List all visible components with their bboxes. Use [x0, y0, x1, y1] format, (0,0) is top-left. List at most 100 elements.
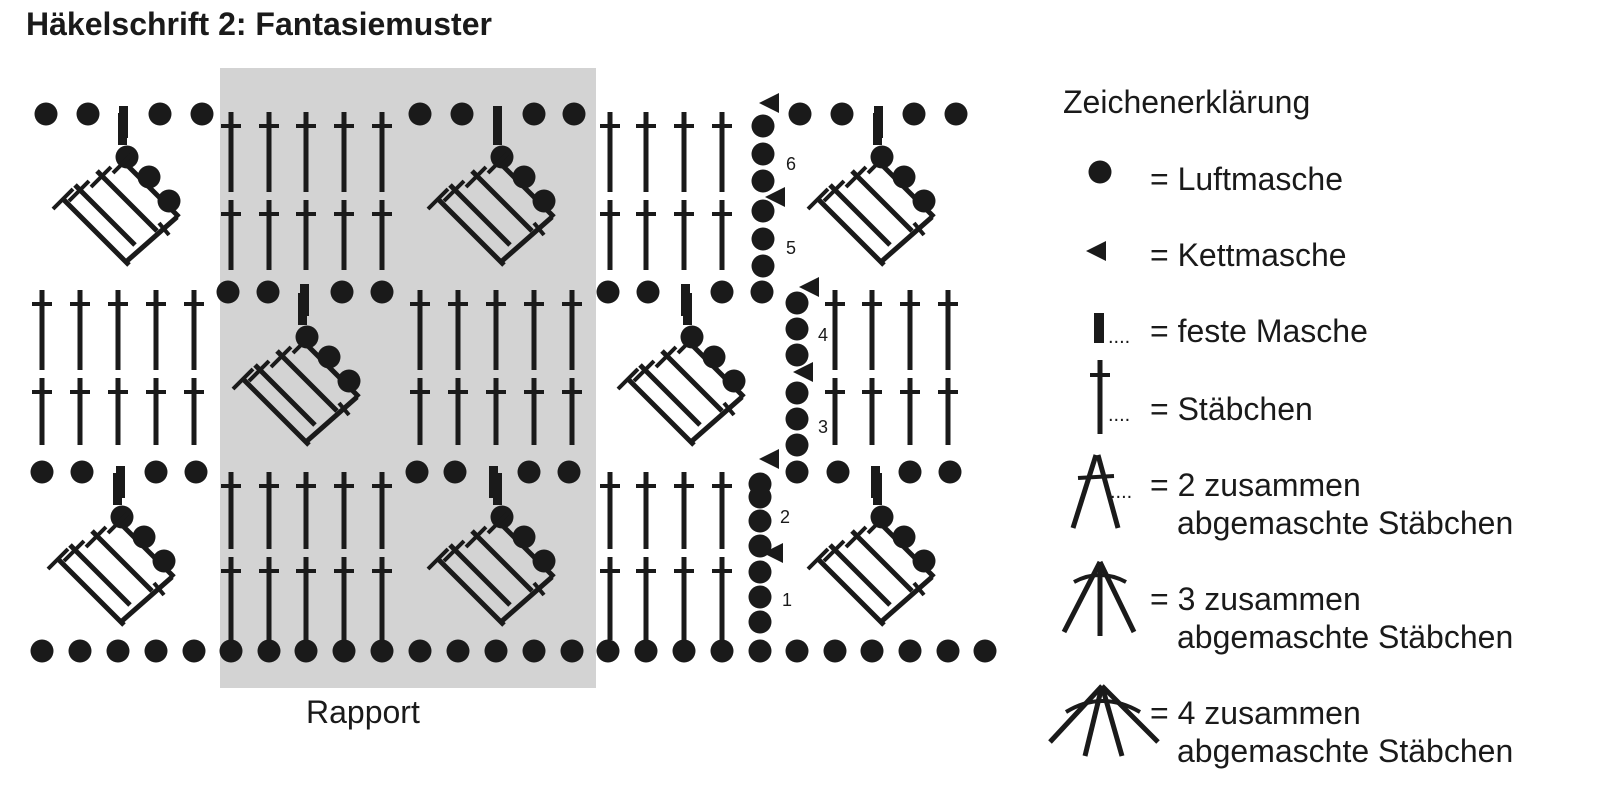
chain-stitch: [370, 280, 394, 304]
dc4tog-legend-bar: [1064, 699, 1142, 714]
slanted-double-crochet: [872, 515, 936, 579]
chain-stitch: [672, 639, 696, 663]
chain-stitch: [751, 169, 775, 193]
chain-stitch: [902, 102, 926, 126]
chain-stitch: [634, 639, 658, 663]
chain-stitch: [148, 102, 172, 126]
slanted-dc-bar: [722, 401, 736, 417]
slanted-dc-bar: [912, 221, 926, 237]
slanted-double-crochet: [850, 529, 914, 593]
dc4tog-legend: [1048, 684, 1104, 744]
slanted-double-crochet: [828, 183, 892, 247]
chain-stitch: [785, 343, 809, 367]
slanted-dc-bar: [67, 179, 91, 203]
single-crochet: [681, 284, 690, 316]
single-crochet: [489, 466, 498, 498]
legend-text-slip: = Kettmasche: [1150, 237, 1347, 273]
chain-stitch: [219, 639, 243, 663]
slanted-dc-bar: [632, 359, 656, 383]
chain-stitch: [596, 280, 620, 304]
legend-text-chain: = Luftmasche: [1150, 161, 1343, 197]
dc4tog-legend: [1100, 684, 1160, 744]
slip-stitch: [759, 449, 779, 469]
slanted-double-crochet: [112, 515, 176, 579]
chain-stitch: [785, 460, 809, 484]
chain-stitch: [936, 639, 960, 663]
chain-stitch: [722, 369, 746, 393]
slanted-dc-bar: [532, 221, 546, 237]
chain-stitch: [443, 460, 467, 484]
chain-stitch: [748, 560, 772, 584]
chain-stitch: [522, 639, 546, 663]
slanted-double-crochet: [95, 169, 159, 233]
slip-stitch: [763, 543, 783, 563]
chain-stitch: [751, 254, 775, 278]
slip-stitch: [1086, 241, 1106, 261]
slanted-double-crochet: [73, 183, 137, 247]
chain-stitch: [330, 280, 354, 304]
slanted-dc-bar: [464, 525, 488, 549]
slanted-double-crochet: [850, 169, 914, 233]
legend-symbols: ............: [1048, 160, 1160, 757]
chain-stitch: [788, 102, 812, 126]
slanted-dc-bar: [426, 547, 450, 571]
slanted-dc-bar: [231, 367, 255, 391]
chain-stitch: [370, 639, 394, 663]
slanted-double-crochet: [68, 543, 132, 607]
slanted-dc-bar: [337, 401, 351, 417]
chain-stitch: [562, 102, 586, 126]
chain-stitch: [70, 460, 94, 484]
chain-stitch: [557, 460, 581, 484]
slanted-dc-bar: [486, 151, 510, 175]
chain-stitch: [522, 102, 546, 126]
slanted-double-crochet: [470, 169, 534, 233]
slanted-double-crochet: [690, 395, 744, 443]
slip-stitch: [793, 362, 813, 382]
chain-stitch: [938, 460, 962, 484]
chain-stitch: [76, 102, 100, 126]
chain-stitch: [68, 639, 92, 663]
single-crochet: [116, 466, 125, 498]
chain-stitch: [898, 460, 922, 484]
dc3tog-legend: [1097, 560, 1137, 634]
slanted-double-crochet: [470, 529, 534, 593]
single-crochet: [871, 466, 880, 498]
chain-stitch: [912, 549, 936, 573]
chain-stitch: [748, 585, 772, 609]
slanted-double-crochet: [872, 155, 936, 219]
dc4tog-legend: [1099, 685, 1125, 757]
chain-stitch: [1088, 160, 1112, 184]
slanted-dc-bar: [844, 165, 868, 189]
slanted-double-crochet: [448, 183, 512, 247]
chain-stitch: [596, 639, 620, 663]
chain-stitch: [748, 610, 772, 634]
slanted-dc-bar: [616, 367, 640, 391]
dc2tog-legend-bar: [1077, 474, 1115, 480]
chain-stitch: [106, 639, 130, 663]
chain-stitch: [332, 639, 356, 663]
chain-stitch: [751, 142, 775, 166]
chain-stitch: [446, 639, 470, 663]
slanted-dc-bar: [157, 221, 171, 237]
row-number-5: 5: [786, 238, 796, 258]
row-number-6: 6: [786, 154, 796, 174]
chain-stitch: [30, 639, 54, 663]
slanted-double-crochet: [660, 349, 724, 413]
repeat-label: Rapport: [306, 694, 420, 730]
chain-stitch: [144, 460, 168, 484]
slanted-double-crochet: [305, 395, 359, 443]
dc3tog-legend: [1061, 560, 1103, 634]
slanted-dc-bar: [676, 331, 700, 355]
slanted-dc-bar: [426, 187, 450, 211]
dc4tog-legend: [1082, 685, 1105, 757]
dotted-leader: ....: [1108, 404, 1130, 426]
single-crochet: [874, 106, 883, 138]
dc2tog-legend: [1095, 454, 1121, 529]
chain-stitch: [823, 639, 847, 663]
slanted-dc-bar: [486, 511, 510, 535]
chain-stitch: [710, 280, 734, 304]
